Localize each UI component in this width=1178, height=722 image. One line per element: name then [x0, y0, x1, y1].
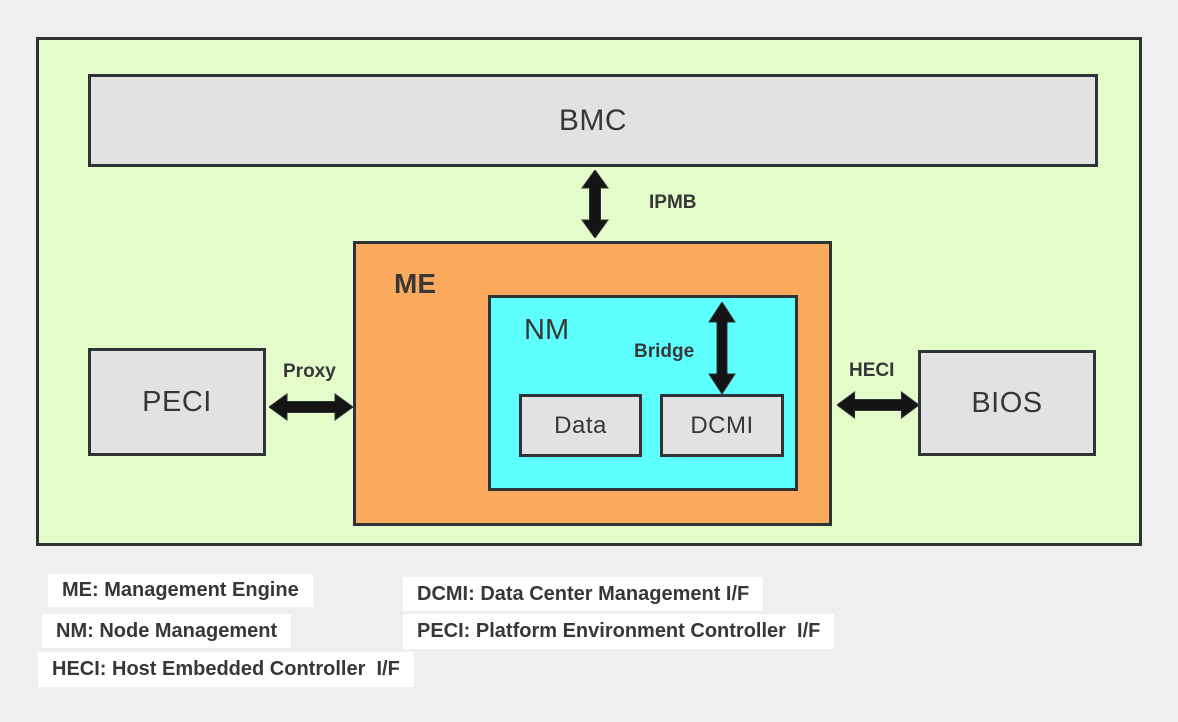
nm-label: NM	[524, 314, 570, 346]
legend-dcmi-text: DCMI: Data Center Management I/F	[417, 582, 750, 605]
dcmi-block: DCMI	[660, 394, 784, 457]
me-label: ME	[394, 268, 436, 299]
peci-label: PECI	[142, 385, 212, 418]
data-label: Data	[554, 411, 607, 439]
legend-item-peci: PECI: Platform Environment Controller I/…	[403, 614, 835, 649]
heci-connector-label: HECI	[849, 360, 895, 381]
legend-heci-text: HECI: Host Embedded Controller I/F	[52, 658, 400, 680]
legend-peci-text: PECI: Platform Environment Controller I/…	[417, 620, 821, 642]
bmc-block: BMC	[88, 74, 1098, 167]
legend-item-dcmi: DCMI: Data Center Management I/F	[403, 577, 764, 611]
me-block: ME NM Bridge Data DCMI	[353, 241, 832, 526]
proxy-connector-label: Proxy	[283, 361, 336, 382]
legend-me-text: ME: Management Engine	[62, 579, 299, 601]
legend-item-me: ME: Management Engine	[48, 574, 313, 607]
ipmb-double-arrow-icon	[581, 170, 609, 238]
legend-nm-text: NM: Node Management	[56, 619, 278, 642]
bridge-double-arrow-icon	[707, 302, 737, 394]
bmc-label: BMC	[558, 103, 628, 137]
bridge-connector-label: Bridge	[634, 341, 695, 362]
ipmb-connector-label: IPMB	[649, 192, 697, 213]
data-block: Data	[519, 394, 642, 457]
bios-block: BIOS	[918, 350, 1096, 456]
bios-label: BIOS	[971, 386, 1043, 419]
nm-block: NM Bridge Data DCMI	[488, 295, 798, 491]
dcmi-label: DCMI	[690, 411, 754, 439]
legend-item-nm: NM: Node Management	[42, 614, 292, 648]
heci-double-arrow-icon	[837, 391, 919, 419]
platform-board: BMC IPMB ME NM Bridge	[36, 37, 1142, 546]
legend-item-heci: HECI: Host Embedded Controller I/F	[38, 652, 414, 687]
peci-block: PECI	[88, 348, 266, 456]
proxy-double-arrow-icon	[269, 393, 353, 421]
